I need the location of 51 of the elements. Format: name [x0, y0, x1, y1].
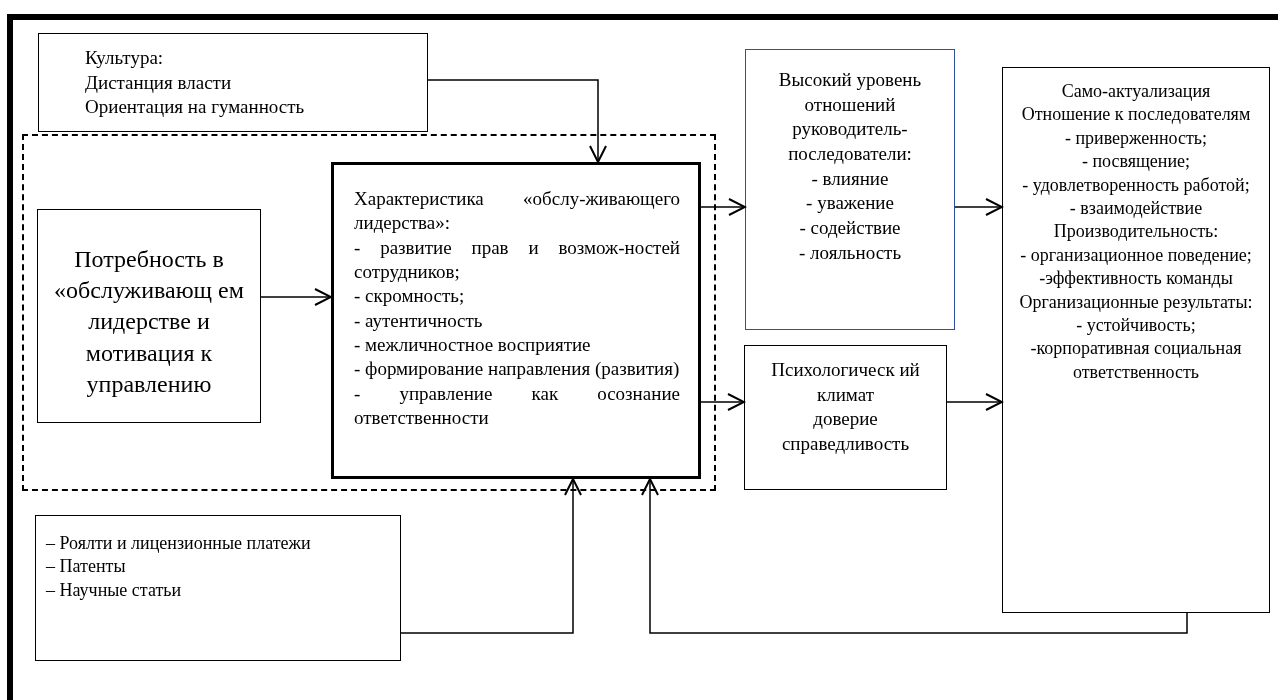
node-text: Потребность в «обслуживающ ем лидерстве и мотивация к управлению — [53, 245, 245, 399]
outcome-box — [745, 49, 955, 330]
node-text: Характеристика «обслу-живающего лидерства»: — [354, 187, 680, 236]
arrow — [700, 393, 745, 411]
dashed-group-box — [22, 134, 716, 491]
node-text: доверие — [812, 407, 879, 432]
node-text: - развитие прав и возмож-ностей сотрудников; — [354, 235, 680, 284]
node-text: Ориентация на гуманность — [85, 95, 306, 120]
node-text: - лояльность — [797, 240, 903, 265]
result-box — [1002, 67, 1270, 613]
node-text: - устойчивость; — [1075, 313, 1197, 337]
arrow — [400, 478, 582, 634]
node-text: - содействие — [798, 216, 902, 241]
node-text: Высокий уровень отношений руководитель-последователи: — [777, 68, 923, 167]
node-text: справедливость — [780, 432, 911, 457]
input-box — [35, 515, 401, 661]
arrow — [700, 198, 746, 216]
node-text: - межличностное восприятие — [354, 332, 592, 357]
node-text: Производительность: — [1052, 220, 1220, 244]
node-text: -корпоративная социальная ответственность — [1029, 337, 1243, 384]
node-text: - управление как осознание ответственности — [354, 381, 680, 430]
node-text: Психологическ ий — [770, 358, 921, 382]
arrow — [954, 198, 1003, 216]
outcome-box — [744, 345, 947, 490]
node-text: Культура: — [85, 46, 165, 70]
node-text: - приверженность; — [1063, 126, 1209, 150]
arrow — [260, 288, 332, 306]
arrow — [427, 79, 607, 163]
node-text: - посвящение; — [1080, 150, 1192, 174]
process-box — [331, 162, 701, 479]
node-text: – Роялти и лицензионные платежи — [46, 532, 312, 555]
node-text: Само-актуализация — [1060, 80, 1212, 103]
node-text: - организационное поведение; — [1019, 243, 1253, 267]
node-text: – Научные статьи — [46, 578, 183, 602]
node-text: - формирование направления (развития) — [354, 357, 680, 382]
node-text: Отношение к последователям — [1020, 103, 1252, 127]
arrow — [641, 478, 1188, 634]
node-text: - аутентичность — [354, 308, 484, 333]
context-box — [38, 33, 428, 132]
node-text: Организационные результаты: — [1018, 290, 1254, 314]
process-box — [37, 209, 261, 423]
node-text: – Патенты — [46, 555, 127, 579]
node-text: Дистанция власти — [85, 70, 233, 95]
node-text: -эффективность команды — [1038, 267, 1234, 291]
node-text: - влияние — [810, 166, 890, 191]
node-text: - удовлетворенность работой; — [1021, 173, 1251, 197]
node-text: - уважение — [805, 191, 895, 216]
node-text: - скромность; — [354, 284, 466, 309]
arrow — [946, 393, 1003, 411]
node-text: климат — [816, 382, 875, 407]
node-text: - взаимодействие — [1068, 196, 1204, 220]
